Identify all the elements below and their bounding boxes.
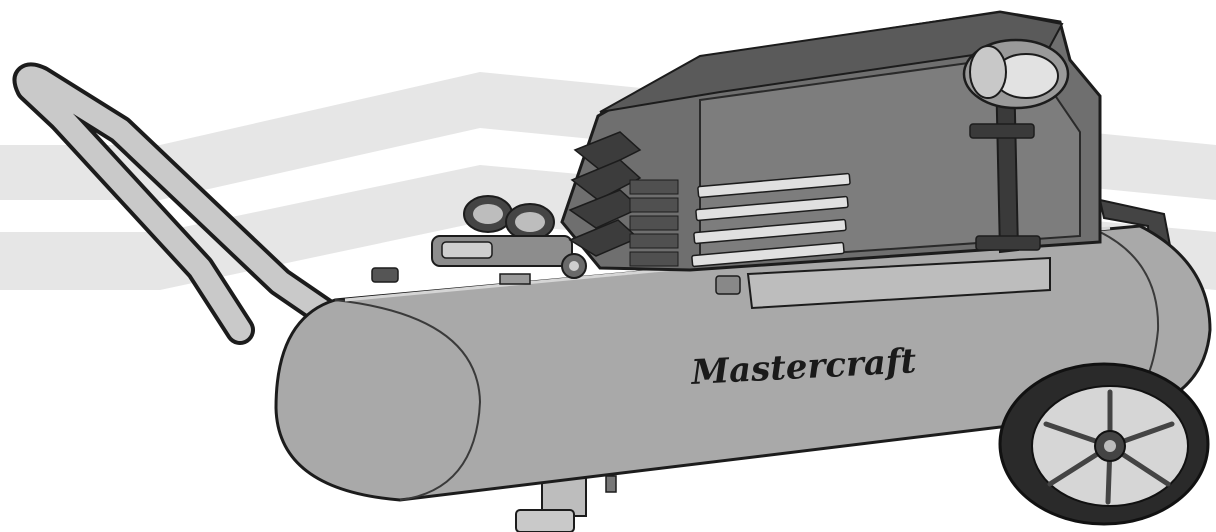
gauge-cluster bbox=[371, 195, 587, 285]
motor-shroud bbox=[560, 10, 1102, 310]
shroud-vent-panel bbox=[568, 131, 642, 257]
wheel bbox=[998, 362, 1210, 526]
shroud-base-plate bbox=[746, 256, 1051, 310]
shroud-ridges bbox=[629, 179, 679, 267]
pump-head-cylinder bbox=[962, 38, 1070, 110]
shroud-slots bbox=[691, 172, 851, 268]
